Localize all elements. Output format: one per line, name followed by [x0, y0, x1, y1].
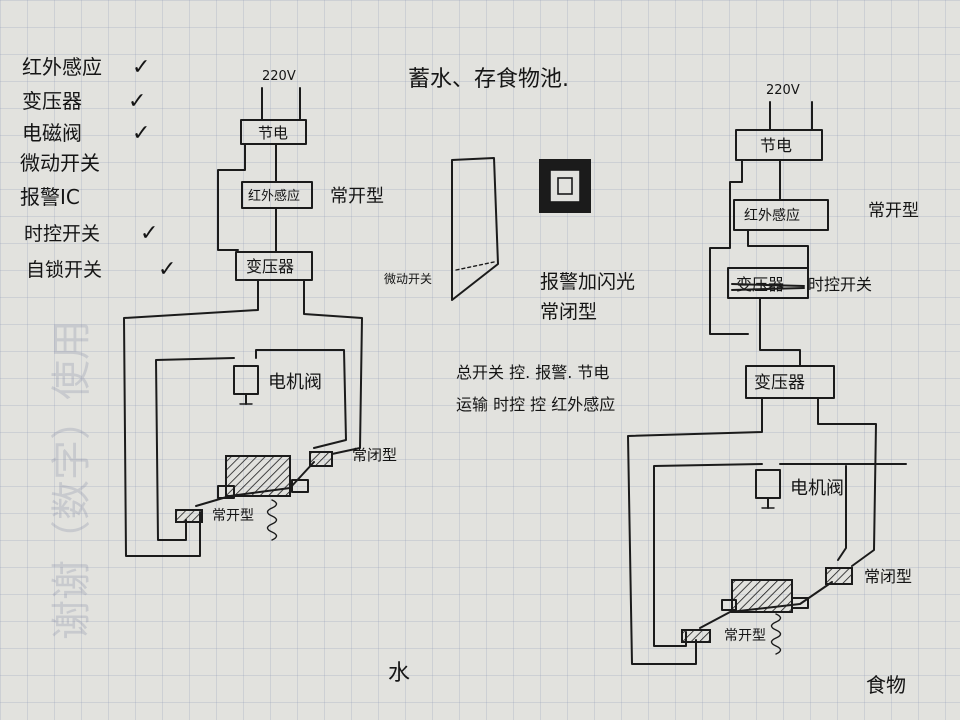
nc-switch [825, 567, 853, 585]
svg-text:谢谢（数字）使用: 谢谢（数字）使用 [49, 320, 95, 640]
checklist-item-label: 微动开关 [20, 151, 100, 175]
motor-valve-label: 电机阀 [268, 372, 322, 393]
motor-valve-label: 电机阀 [790, 478, 844, 499]
spring-icon [770, 613, 782, 655]
checklist-item: 红外感应 ✓ [22, 55, 150, 80]
normally-open-label: 常开型 [868, 201, 919, 221]
bleed-through-text: 谢谢（数字）使用 [49, 320, 95, 640]
struck-transformer-box [727, 267, 809, 299]
infrared-sensor-box [733, 199, 829, 231]
normally-closed-label: 常闭型 [352, 446, 397, 464]
checklist-item: 报警IC [20, 185, 80, 209]
alarm-ic-sketch [539, 159, 591, 213]
alarm-note: 报警加闪光 常闭型 [540, 271, 635, 323]
voltage-label: 220V [262, 69, 296, 84]
check-mark-icon: ✓ [132, 55, 150, 80]
float-block [731, 579, 793, 613]
component-checklist: 红外感应 ✓ 变压器 ✓ 电磁阀 ✓ 微动开关 报警IC 时控开关 ✓ 自锁开关… [20, 55, 176, 282]
no-switch [175, 509, 203, 523]
no-switch [681, 629, 711, 643]
food-caption: 食物 [866, 673, 906, 697]
infrared-sensor-label: 红外感应 [248, 188, 300, 204]
checklist-item: 电磁阀 ✓ [22, 121, 150, 146]
master-note-line2: 运输 时控 控 红外感应 [456, 395, 615, 414]
motor-valve-box [755, 469, 781, 499]
checklist-item-label: 电磁阀 [22, 121, 82, 145]
master-switch-note: 总开关 控. 报警. 节电 运输 时控 控 红外感应 [456, 363, 615, 414]
normally-closed-label: 常闭型 [864, 567, 912, 586]
infrared-sensor-label: 红外感应 [744, 207, 800, 224]
alarm-note-line2: 常闭型 [540, 301, 597, 323]
spring-icon [266, 499, 278, 541]
voltage-label: 220V [766, 83, 800, 98]
normally-open-label: 常开型 [330, 186, 384, 207]
nc-switch [309, 451, 333, 467]
checklist-item: 自锁开关 ✓ [26, 257, 176, 282]
alarm-note-line1: 报警加闪光 [540, 271, 635, 293]
checklist-item: 微动开关 [20, 151, 100, 175]
checklist-item: 时控开关 ✓ [24, 221, 158, 246]
master-note-line1: 总开关 控. 报警. 节电 [456, 363, 609, 382]
micro-switch-label: 微动开关 [384, 272, 432, 286]
transformer-box [235, 251, 313, 281]
motor-valve-box [233, 365, 259, 395]
food-circuit-diagram: 220V 节电 红外感应 常开型 变压器 时控开关 变压器 电机阀 [627, 83, 919, 697]
normally-open-label-2: 常开型 [724, 628, 766, 644]
checklist-item: 变压器 ✓ [22, 89, 146, 114]
checklist-item-label: 自锁开关 [26, 259, 102, 281]
checklist-item-label: 时控开关 [24, 223, 100, 245]
checklist-item-label: 变压器 [22, 89, 82, 113]
check-mark-icon: ✓ [128, 89, 146, 114]
power-saver-label: 节电 [258, 124, 288, 142]
check-mark-icon: ✓ [140, 221, 158, 246]
timer-switch-label: 时控开关 [808, 275, 872, 294]
check-mark-icon: ✓ [158, 257, 176, 282]
power-saver-label: 节电 [760, 136, 792, 155]
water-circuit-diagram: 220V 节电 红外感应 常开型 变压器 电机阀 常闭型 常开型 [123, 69, 410, 686]
power-saver-box [240, 119, 307, 145]
checklist-item-label: 红外感应 [22, 55, 102, 79]
transformer-box [745, 365, 835, 399]
check-mark-icon: ✓ [132, 121, 150, 146]
micro-switch-sketch: 微动开关 [384, 157, 499, 301]
page-title: 蓄水、存食物池. [408, 67, 569, 92]
transformer-label: 变压器 [246, 257, 294, 276]
transformer-label: 变压器 [754, 373, 805, 393]
water-caption: 水 [388, 661, 410, 686]
normally-open-label-2: 常开型 [212, 508, 254, 524]
checklist-item-label: 报警IC [20, 185, 80, 209]
